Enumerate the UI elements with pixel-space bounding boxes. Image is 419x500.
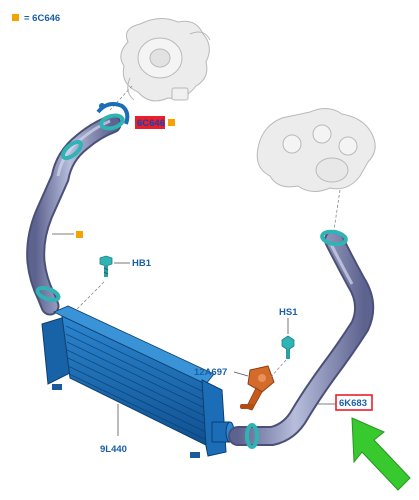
legend-text: = 6C646: [24, 13, 60, 24]
sensor-12a697[interactable]: [240, 365, 275, 411]
bolt-hb1[interactable]: [99, 255, 113, 277]
manifold-ghost: [256, 108, 376, 192]
intercooler-label[interactable]: 9L440: [100, 444, 127, 455]
cold-hose-clamps: [245, 229, 348, 449]
intercooler[interactable]: [41, 305, 235, 458]
hot-hose-marker-top: [168, 119, 175, 126]
hot-hose-label[interactable]: 6C646: [137, 118, 165, 129]
turbo-outlet-clamp-bolt: [99, 103, 105, 109]
green-arrow-icon: [351, 417, 411, 491]
hb1-label[interactable]: HB1: [132, 258, 152, 269]
hot-hose-marker-mid: [76, 231, 83, 238]
turbocharger-ghost: [120, 18, 211, 102]
legend-swatch: [12, 14, 19, 21]
legend: = 6C646: [12, 13, 60, 24]
cold-hose-label[interactable]: 6K683: [339, 398, 367, 409]
screw-hs1[interactable]: [281, 335, 295, 359]
hot-side-hose: [26, 114, 122, 316]
hot-hose-label-group[interactable]: 6C646: [135, 116, 165, 129]
hot-hose-clamps: [35, 113, 125, 303]
sensor-leader-line: [233, 371, 249, 377]
manifold-leader-line: [333, 189, 341, 231]
hs1-label[interactable]: HS1: [279, 307, 298, 318]
hs1-dashed-line: [269, 359, 287, 379]
sensor-label[interactable]: 12A697: [194, 367, 227, 378]
cold-hose-highlight-box[interactable]: [335, 394, 373, 411]
hot-hose-highlight-box[interactable]: [135, 116, 165, 129]
cold-hose-label-group[interactable]: 6K683: [335, 394, 373, 411]
